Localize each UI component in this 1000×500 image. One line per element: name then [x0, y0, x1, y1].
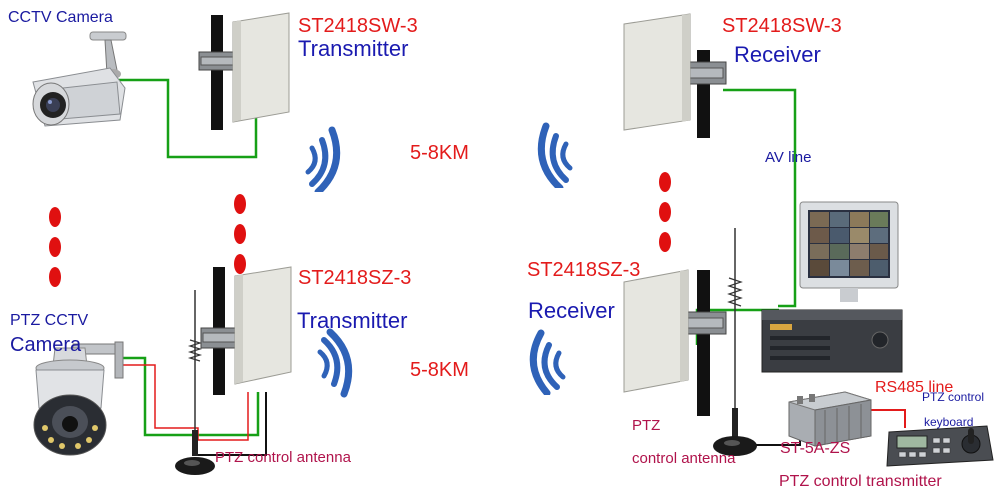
wireless-wave-icon-top-right [537, 122, 573, 188]
wireless-wave-icon-bottom-right [529, 329, 566, 395]
monitor-and-dvr-icon [761, 201, 903, 373]
transmitter-description-label: PTZ control transmitter [779, 473, 942, 490]
bottom-transmitter-role: Transmitter [297, 308, 408, 333]
top-transmitter-model: ST2418SW-3 [298, 15, 418, 37]
wireless-wave-icon-bottom-left [317, 328, 353, 398]
av-cable-bottom-left [120, 356, 260, 437]
rs485-line-label: RS485 line [875, 379, 954, 396]
panel-antenna-receiver-top [623, 13, 727, 138]
ptz-control-antenna-label: PTZ control antenna [215, 449, 351, 466]
top-distance-label: 5-8KM [410, 142, 469, 164]
ptz-antenna-label-line2: control antenna [632, 450, 736, 467]
ptz-whip-antenna-right [713, 228, 757, 456]
antenna-cable-black [196, 392, 267, 456]
top-receiver-role: Receiver [734, 42, 821, 67]
separator-dots-middle [234, 194, 246, 274]
av-cable-top-left [112, 78, 258, 159]
ptz-camera-icon [33, 341, 124, 456]
av-line-label: AV line [765, 149, 812, 166]
cctv-camera-label: CCTV Camera [8, 9, 113, 26]
transmitter-model-label: ST-5A-ZS [780, 440, 851, 457]
bottom-transmitter-model: ST2418SZ-3 [298, 267, 412, 289]
bottom-receiver-model: ST2418SZ-3 [527, 259, 641, 281]
separator-dots-right [659, 172, 671, 252]
bottom-distance-label: 5-8KM [410, 359, 469, 381]
ptz-camera-label-line2: Camera [10, 334, 82, 356]
top-receiver-model: ST2418SW-3 [722, 15, 842, 37]
panel-antenna-receiver-bottom [623, 269, 727, 416]
separator-dots-left [49, 207, 61, 287]
cctv-camera-icon [32, 31, 127, 127]
keyboard-label-line1: PTZ control [922, 390, 985, 404]
panel-antenna-transmitter-bottom [200, 266, 292, 395]
top-transmitter-role: Transmitter [298, 36, 409, 61]
rs485-cable [866, 409, 906, 428]
ptz-antenna-label-line1: PTZ [632, 417, 661, 434]
ptz-control-cable-red [120, 364, 249, 441]
ptz-whip-antenna-left [175, 290, 215, 475]
bottom-receiver-role: Receiver [528, 298, 615, 323]
ptz-camera-label-line1: PTZ CCTV [10, 312, 89, 329]
panel-antenna-transmitter-top [198, 12, 290, 130]
ptz-control-keyboard-icon [886, 425, 994, 467]
keyboard-label-line2: keyboard [924, 415, 974, 429]
wireless-wave-icon-top-left [305, 126, 341, 192]
ptz-control-transmitter-icon [788, 391, 872, 447]
av-cable-top-right [723, 88, 797, 308]
